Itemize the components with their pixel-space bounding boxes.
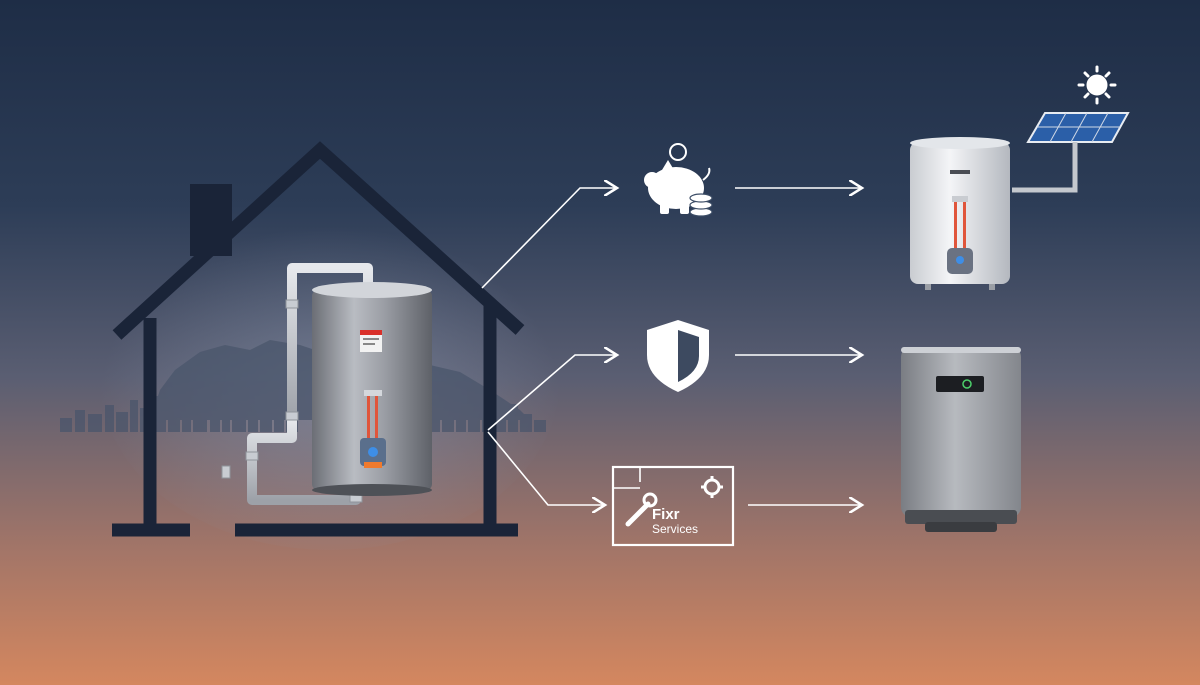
tank-water-heater	[312, 282, 432, 496]
house-outline	[112, 141, 525, 537]
fixr-services-logo: Fixr Services	[652, 507, 698, 535]
chimney	[190, 184, 232, 256]
connector-arrows	[481, 188, 862, 505]
shield-icon	[647, 320, 709, 392]
tankless-water-heater	[901, 347, 1021, 532]
piggy-bank-coins-icon	[644, 143, 713, 217]
sun-icon	[1077, 65, 1117, 105]
pipe-fittings	[221, 299, 363, 503]
solar-panel-icon	[1012, 112, 1130, 193]
solar-water-heater	[910, 137, 1010, 290]
fixr-brand-text: Fixr	[652, 506, 680, 523]
fixr-services-wrench-gear-icon	[611, 465, 735, 547]
fixr-tagline-text: Services	[652, 522, 699, 536]
